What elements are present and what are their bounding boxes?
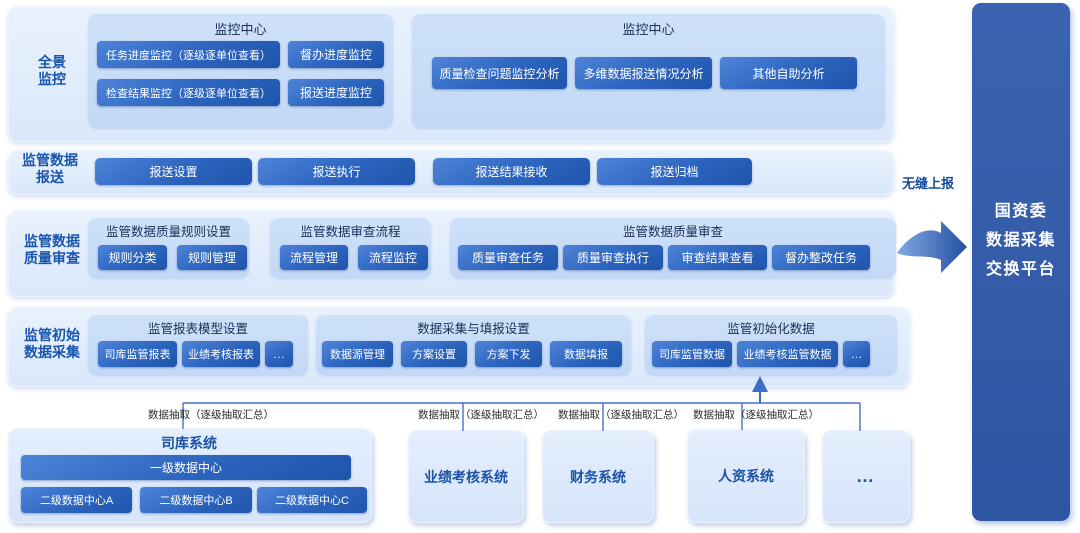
system-more: … [822,430,910,523]
panel-monitor-center-1 [88,14,393,128]
row-label-panoramic: 全景 监控 [20,54,84,88]
row-label-initial-data: 监管初始 数据采集 [14,327,90,361]
btn-plan-distribute[interactable]: 方案下发 [475,341,542,367]
btn-check-result-monitor[interactable]: 检查结果监控（逐级逐单位查看） [97,79,280,106]
system-performance-title: 业绩考核系统 [424,468,508,485]
btn-more-data[interactable]: … [843,341,870,367]
system-finance: 财务系统 [542,430,654,523]
panel-title-review-process: 监管数据审查流程 [300,225,401,239]
system-treasury-title: 司库系统 [161,435,217,451]
label-data-extract-2: 数据抽取（逐级抽取汇总） [418,409,544,421]
seamless-upload-arrow-icon [897,221,967,273]
panel-title-quality-review: 监管数据质量审查 [622,225,723,239]
btn-quality-review-execute[interactable]: 质量审查执行 [563,245,663,270]
btn-other-selfservice-analysis[interactable]: 其他自助分析 [720,57,857,89]
panel-title-collection-fill-settings: 数据采集与填报设置 [417,322,530,336]
btn-report-progress-monitor[interactable]: 报送进度监控 [288,79,384,106]
btn-treasury-report[interactable]: 司库监管报表 [98,341,177,367]
btn-report-execution[interactable]: 报送执行 [258,158,415,185]
btn-rule-classification[interactable]: 规则分类 [98,245,167,270]
label-data-extract-4: 数据抽取（逐级抽取汇总） [693,409,819,421]
btn-level2-data-center-b[interactable]: 二级数据中心B [140,487,252,513]
row-label-line2: 质量审查 [24,250,80,266]
panel-title-quality-rule-settings: 监管数据质量规则设置 [105,225,231,239]
panel-title-report-model-settings: 监管报表模型设置 [147,322,248,336]
label-data-extract-1: 数据抽取（逐级抽取汇总） [148,409,274,421]
btn-treasury-supervision-data[interactable]: 司库监管数据 [652,341,732,367]
system-more-ellipsis: … [856,466,876,486]
platform-line3: 交换平台 [985,260,1056,278]
btn-multidim-report-analysis[interactable]: 多维数据报送情况分析 [575,57,712,89]
btn-datasource-management[interactable]: 数据源管理 [322,341,393,367]
system-finance-title: 财务系统 [570,468,626,485]
row-label-line1: 监管初始 [24,327,80,343]
row-label-quality-review: 监管数据 质量审查 [14,233,90,267]
btn-quality-issue-analysis[interactable]: 质量检查问题监控分析 [432,57,567,89]
label-seamless-upload: 无缝上报 [902,176,955,191]
row-label-line2: 数据采集 [24,344,80,360]
btn-report-settings[interactable]: 报送设置 [95,158,252,185]
btn-report-archive[interactable]: 报送归档 [597,158,752,185]
btn-performance-report[interactable]: 业绩考核报表 [182,341,260,367]
platform-sasac-exchange: 国资委 数据采集 交换平台 [972,3,1070,521]
system-performance: 业绩考核系统 [408,430,524,523]
btn-data-fill[interactable]: 数据填报 [550,341,622,367]
row-label-line2: 监控 [38,71,66,87]
row-label-line2: 报送 [36,169,64,185]
btn-level2-data-center-a[interactable]: 二级数据中心A [21,487,132,513]
panel-title-monitor-center-2: 监控中心 [622,22,675,37]
btn-plan-settings[interactable]: 方案设置 [401,341,467,367]
system-hr-title: 人资系统 [718,468,774,484]
btn-supervise-rectify-task[interactable]: 督办整改任务 [772,245,870,270]
platform-line2: 数据采集 [985,231,1056,249]
btn-level2-data-center-c[interactable]: 二级数据中心C [257,487,367,513]
system-hr: 人资系统 [687,429,805,523]
platform-line1: 国资委 [994,202,1048,220]
btn-task-progress-monitor[interactable]: 任务进度监控（逐级逐单位查看） [97,41,280,68]
btn-rule-management[interactable]: 规则管理 [177,245,247,270]
panel-title-initialized-data: 监管初始化数据 [727,322,815,336]
btn-supervise-progress-monitor[interactable]: 督办进度监控 [288,41,384,68]
btn-process-monitor[interactable]: 流程监控 [358,245,428,270]
btn-level1-data-center[interactable]: 一级数据中心 [21,455,351,480]
btn-performance-supervision-data[interactable]: 业绩考核监管数据 [737,341,838,367]
row-label-data-reporting: 监管数据 报送 [14,152,86,186]
btn-more-reports[interactable]: … [265,341,293,367]
btn-report-result-receive[interactable]: 报送结果接收 [433,158,590,185]
label-data-extract-3: 数据抽取（逐级抽取汇总） [558,409,684,421]
panel-title-monitor-center-1: 监控中心 [214,22,267,37]
row-label-line1: 全景 [38,54,66,70]
btn-process-management[interactable]: 流程管理 [280,245,348,270]
btn-review-result-view[interactable]: 审查结果查看 [668,245,767,270]
row-label-line1: 监管数据 [24,233,80,249]
btn-quality-review-task[interactable]: 质量审查任务 [458,245,558,270]
row-label-line1: 监管数据 [22,152,78,168]
